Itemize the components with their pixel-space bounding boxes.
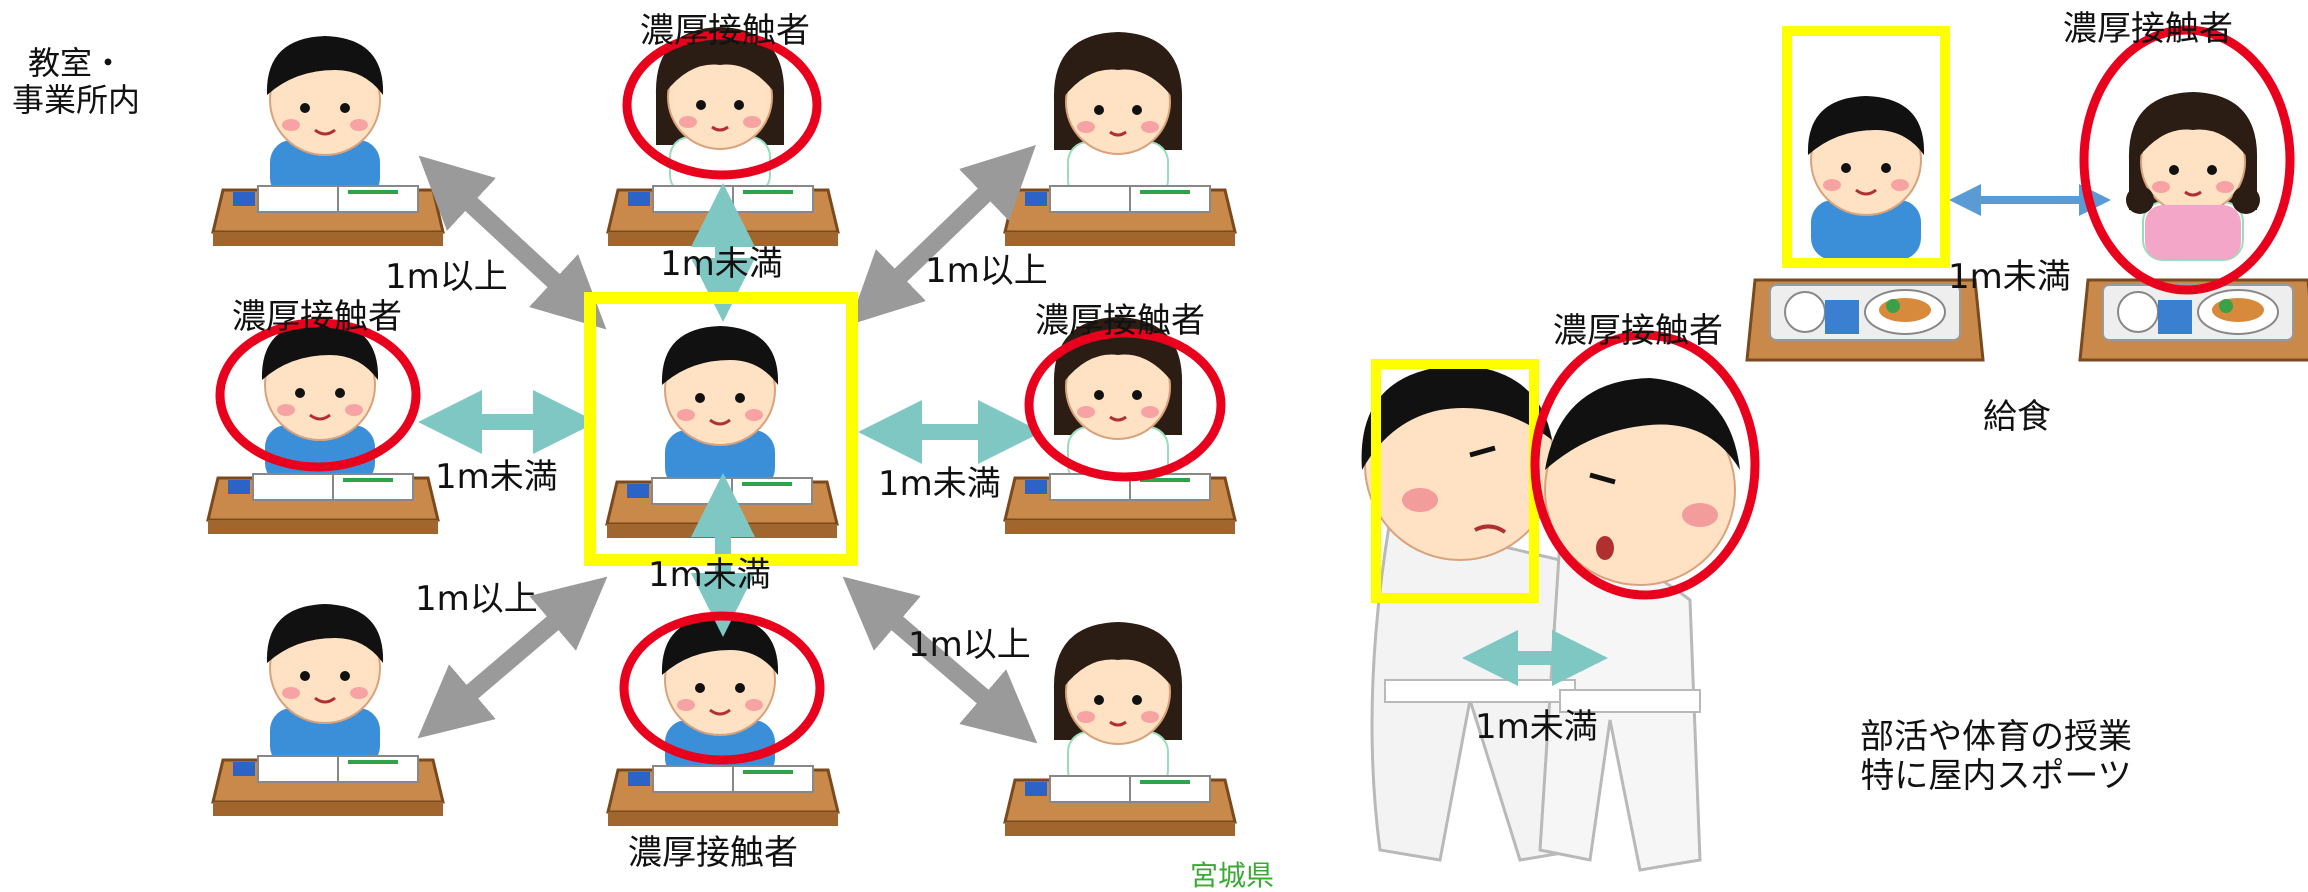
infected-box-lunch [1782, 26, 1950, 268]
distance-label-top: 1m未満 [660, 244, 783, 284]
distance-label-judo: 1m未満 [1475, 707, 1598, 747]
distance-label-left: 1m未満 [435, 457, 558, 497]
distance-label-bottom-right: 1m以上 [908, 625, 1031, 665]
contact-ring-right [1024, 328, 1226, 482]
contact-ring-top [622, 30, 822, 180]
contact-label-bottom: 濃厚接触者 [628, 833, 798, 873]
scene-label-club-pe: 部活や体育の授業 特に屋内スポーツ [1860, 717, 2132, 797]
contact-ring-lunch [2079, 25, 2295, 295]
contact-ring-judo [1530, 330, 1760, 600]
contact-ring-bottom [619, 611, 825, 765]
scene-label-classroom-line2: 事業所内 [12, 80, 141, 119]
lunch-student-girl [2078, 90, 2308, 362]
distance-label-top-right: 1m以上 [925, 251, 1048, 291]
distance-label-top-left: 1m以上 [385, 257, 508, 297]
scene-label-club-pe-line2: 特に屋内スポーツ [1860, 756, 2132, 797]
contact-label-top: 濃厚接触者 [640, 11, 810, 51]
student-right [1003, 315, 1237, 536]
infected-box-classroom [584, 292, 858, 566]
scene-label-classroom-line1: 教室・ [28, 44, 125, 82]
scene-label-club-pe-line1: 部活や体育の授業 [1860, 717, 2132, 757]
student-bottom-right [1003, 620, 1237, 838]
contact-label-judo: 濃厚接触者 [1553, 311, 1723, 351]
arrow-far-bottom-right [842, 576, 1038, 744]
scene-label-classroom: 教室・ 事業所内 [12, 45, 140, 119]
student-bottom-left [211, 602, 445, 818]
distance-label-right: 1m未満 [878, 464, 1001, 504]
student-top-right [1003, 30, 1237, 248]
distance-label-bottom-left: 1m以上 [415, 579, 538, 619]
arrow-far-top-right [849, 145, 1036, 325]
contact-label-right: 濃厚接触者 [1035, 301, 1205, 341]
arrow-far-bottom-left [417, 576, 608, 739]
distance-label-lunch: 1m未満 [1948, 257, 2071, 297]
scene-label-lunch: 給食 [1983, 397, 2051, 437]
student-top-left [211, 34, 445, 248]
contact-label-lunch: 濃厚接触者 [2063, 9, 2233, 49]
distance-label-bottom: 1m未満 [648, 555, 771, 595]
contact-ring-left [215, 318, 421, 472]
arrow-far-top-left [418, 155, 607, 330]
credit-label: 宮城県 [1190, 859, 1275, 892]
judo-players [1361, 365, 1740, 872]
contact-label-left: 濃厚接触者 [232, 297, 402, 337]
